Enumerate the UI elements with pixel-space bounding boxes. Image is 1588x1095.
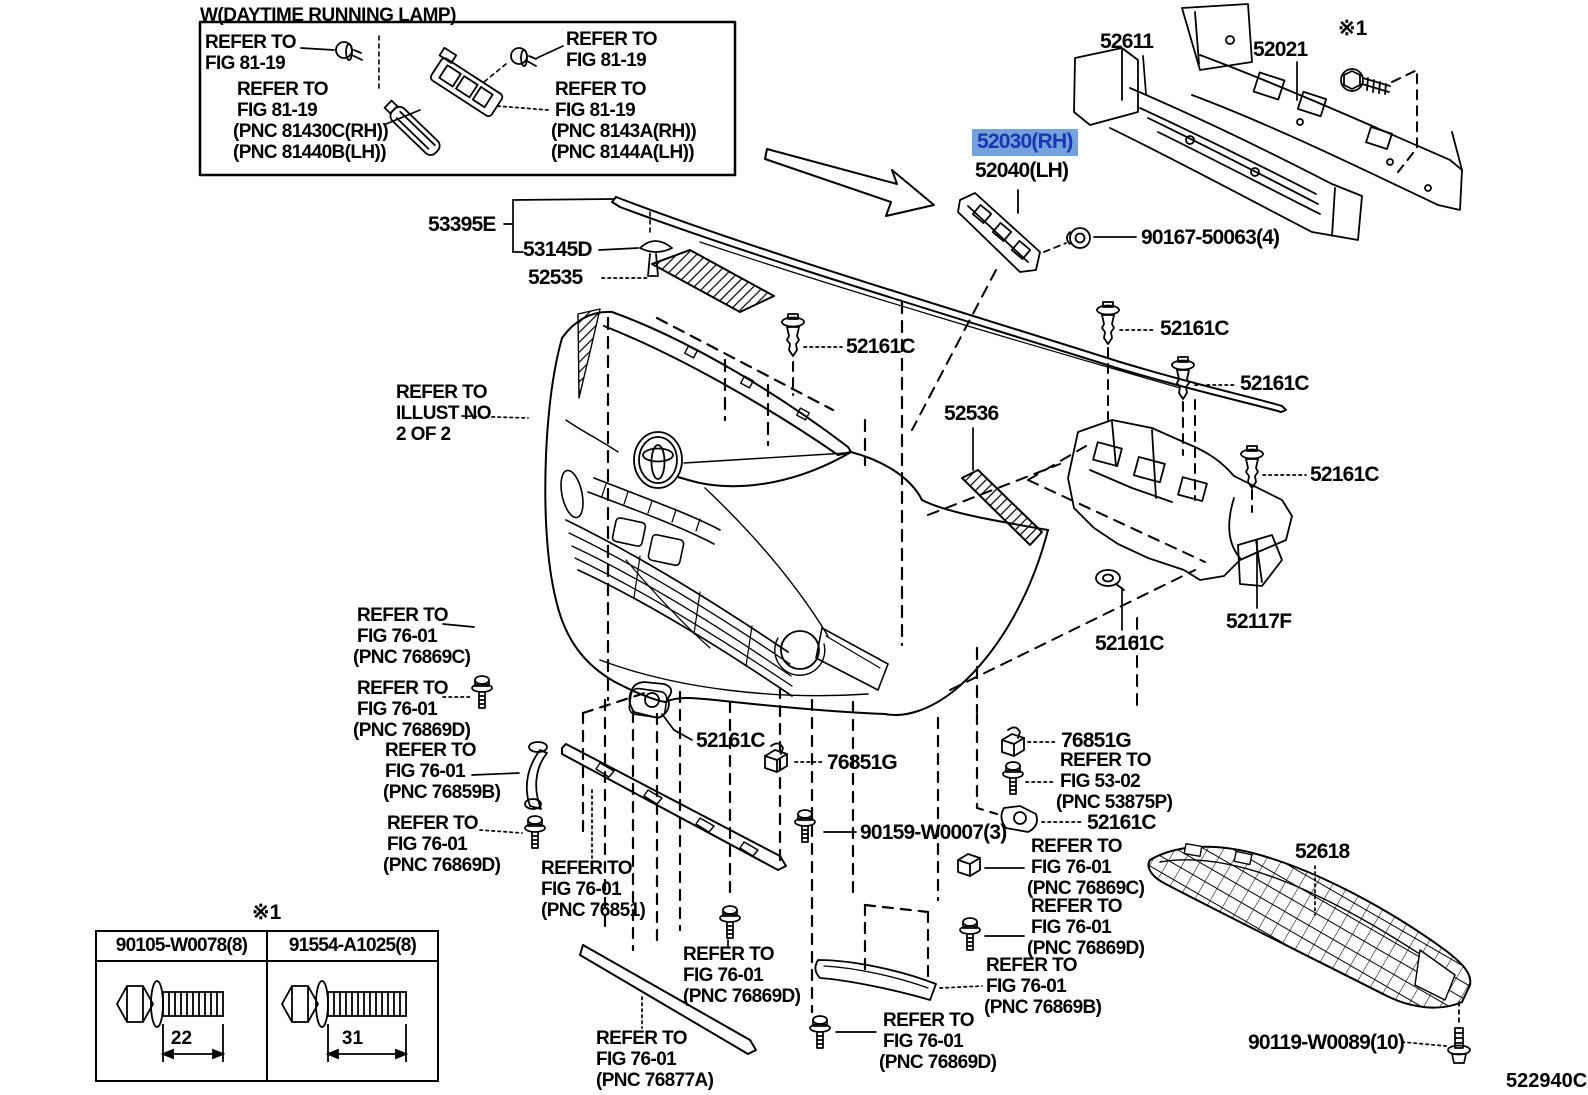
bumper-cover-art (544, 308, 1049, 719)
refer-block-76869d-right: REFER TO FIG 76-01 (PNC 76869D) (1027, 896, 1145, 959)
part-callout-52161c-c[interactable]: 52161C (1240, 372, 1310, 395)
part-callout-52611[interactable]: 52611 (1100, 30, 1154, 53)
part-callout-52536[interactable]: 52536 (944, 402, 999, 425)
part-callout-52161c-f[interactable]: 52161C (696, 729, 766, 752)
bolt-length-1: 22 (170, 1028, 193, 1049)
part-callout-90159[interactable]: 90159-W0007(3) (860, 821, 1007, 844)
pad-52535-art (651, 249, 775, 313)
bracket-projection-dash (911, 269, 997, 431)
part-callout-52161c-d[interactable]: 52161C (1310, 463, 1380, 486)
refer-block-53875p: REFER TO FIG 53-02 (PNC 53875P) (1056, 750, 1173, 813)
drl-dashed-lines (378, 35, 507, 93)
push-rivet-icon-a (781, 313, 805, 357)
cube-clip-icon-a (764, 742, 788, 773)
drl-lamp-left-art (383, 99, 441, 156)
refer-block-76869d-left: REFER TO FIG 76-01 (PNC 76869D) (353, 678, 471, 741)
part-callout-52021[interactable]: 52021 (1253, 38, 1308, 61)
asterisk-note-table: ※1 (252, 901, 282, 924)
diagram-code: 522940C (1506, 1070, 1588, 1092)
refer-block-76869d-left2: REFER TO FIG 76-01 (PNC 76869D) (383, 813, 501, 876)
part-callout-76851g-a[interactable]: 76851G (827, 751, 898, 774)
part-callout-90167[interactable]: 90167-50063(4) (1141, 226, 1280, 249)
bracket-76859b-art (524, 741, 548, 810)
lower-bracket-art (1067, 419, 1293, 587)
strip-52536-art (961, 427, 1043, 546)
bolt-size-table: 90105-W0078(8) 22 91554-A1025(8) (95, 930, 439, 1082)
grommet-icon-lower (1095, 569, 1125, 591)
clip-projection-dashes (792, 347, 1253, 513)
drl-ref-3: REFER TO FIG 81-19 (PNC 81430C(RH)) (PNC… (233, 79, 389, 163)
toyota-emblem-art (633, 431, 683, 489)
part-callout-52030-selected[interactable]: 52030(RH) (972, 129, 1078, 156)
strip-76877a-art (579, 944, 757, 1055)
scoop-76869b-art (814, 959, 937, 1001)
clip-leaders (803, 329, 1307, 476)
push-rivet-icon-c (1171, 356, 1195, 400)
bolt-table-col-1: 90105-W0078(8) 22 (97, 932, 266, 1080)
drl-box-art (198, 20, 737, 177)
label-leaders (442, 55, 1298, 1033)
part-callout-53145d[interactable]: 53145D (523, 238, 593, 261)
screw-icon-set (471, 675, 1024, 1049)
drl-leaders (300, 45, 564, 125)
part-callout-52040[interactable]: 52040(LH) (975, 159, 1069, 182)
bolt-drawing-2: 31 (268, 962, 437, 1080)
part-callout-52161c-g[interactable]: 52161C (1087, 811, 1157, 834)
refer-block-76869c-right: REFER TO FIG 76-01 (PNC 76869C) (1027, 836, 1145, 899)
refer-block-76869b: REFER TO FIG 76-01 (PNC 76869B) (984, 955, 1102, 1018)
asterisk-note-top: ※1 (1338, 17, 1368, 40)
refer-block-76869d-bottom: REFER TO FIG 76-01 (PNC 76869D) (879, 1010, 997, 1073)
pointer-arrow (764, 148, 935, 217)
drl-box-title: W(DAYTIME RUNNING LAMP) (200, 5, 456, 26)
hook-clip-icon-f (628, 681, 693, 741)
part-callout-53395e[interactable]: 53395E (428, 213, 496, 236)
hook-clip-icon-g (1000, 805, 1038, 833)
bracket-52030-art (957, 189, 1041, 273)
retainer-strip-53395e-art (611, 196, 1287, 413)
projection-dashes-lower (581, 686, 999, 1014)
drl-screw-left-icon (335, 41, 363, 61)
part-callout-52535[interactable]: 52535 (528, 266, 583, 289)
bolt-part-number-1: 90105-W0078(8) (97, 932, 266, 962)
part-callout-52161c-b[interactable]: 52161C (1160, 317, 1230, 340)
grommet-90167-icon (1066, 227, 1091, 249)
part-callout-52117f[interactable]: 52117F (1226, 610, 1292, 633)
drl-screw-right-icon (510, 47, 537, 67)
part-callout-52618[interactable]: 52618 (1295, 840, 1350, 863)
projection-dashes-upper (606, 300, 979, 714)
part-callout-52161c-a[interactable]: 52161C (846, 335, 916, 358)
bolt-part-number-2: 91554-A1025(8) (268, 932, 437, 962)
lower-bracket-dashes (927, 445, 1206, 709)
cube-clip-icon-c (957, 853, 981, 877)
lower-bracket-leaders (1121, 539, 1258, 631)
cube-clip-icon-b (1001, 726, 1025, 757)
part-callout-52161c-e[interactable]: 52161C (1095, 632, 1165, 655)
flange-bolt-icon-top (1340, 68, 1391, 95)
part-callout-90119[interactable]: 90119-W0089(10) (1248, 1031, 1405, 1054)
refer-block-76869c-left: REFER TO FIG 76-01 (PNC 76869C) (353, 605, 471, 668)
drl-lamp-right-art (429, 46, 504, 118)
push-rivet-icon-b (1096, 301, 1120, 345)
under-cover-52618-art (1147, 842, 1472, 1009)
leader-53395e (503, 198, 649, 279)
bolt-length-2: 31 (341, 1028, 364, 1049)
grommet-dashed (1043, 242, 1067, 253)
molding-76851-art (561, 743, 787, 871)
bolt-drawing-1: 22 (97, 962, 266, 1080)
refer-block-76859b: REFER TO FIG 76-01 (PNC 76859B) (383, 740, 501, 803)
reinforcement-art (1073, 3, 1463, 241)
bolt-90119-icon (1401, 1001, 1471, 1064)
bolt-table-col-2: 91554-A1025(8) 31 (266, 932, 437, 1080)
asterisk-bolt-dashed-path (1391, 69, 1418, 173)
part-callout-76851g-b[interactable]: 76851G (1061, 729, 1132, 752)
drl-ref-4: REFER TO FIG 81-19 (PNC 8143A(RH)) (PNC … (551, 79, 697, 163)
